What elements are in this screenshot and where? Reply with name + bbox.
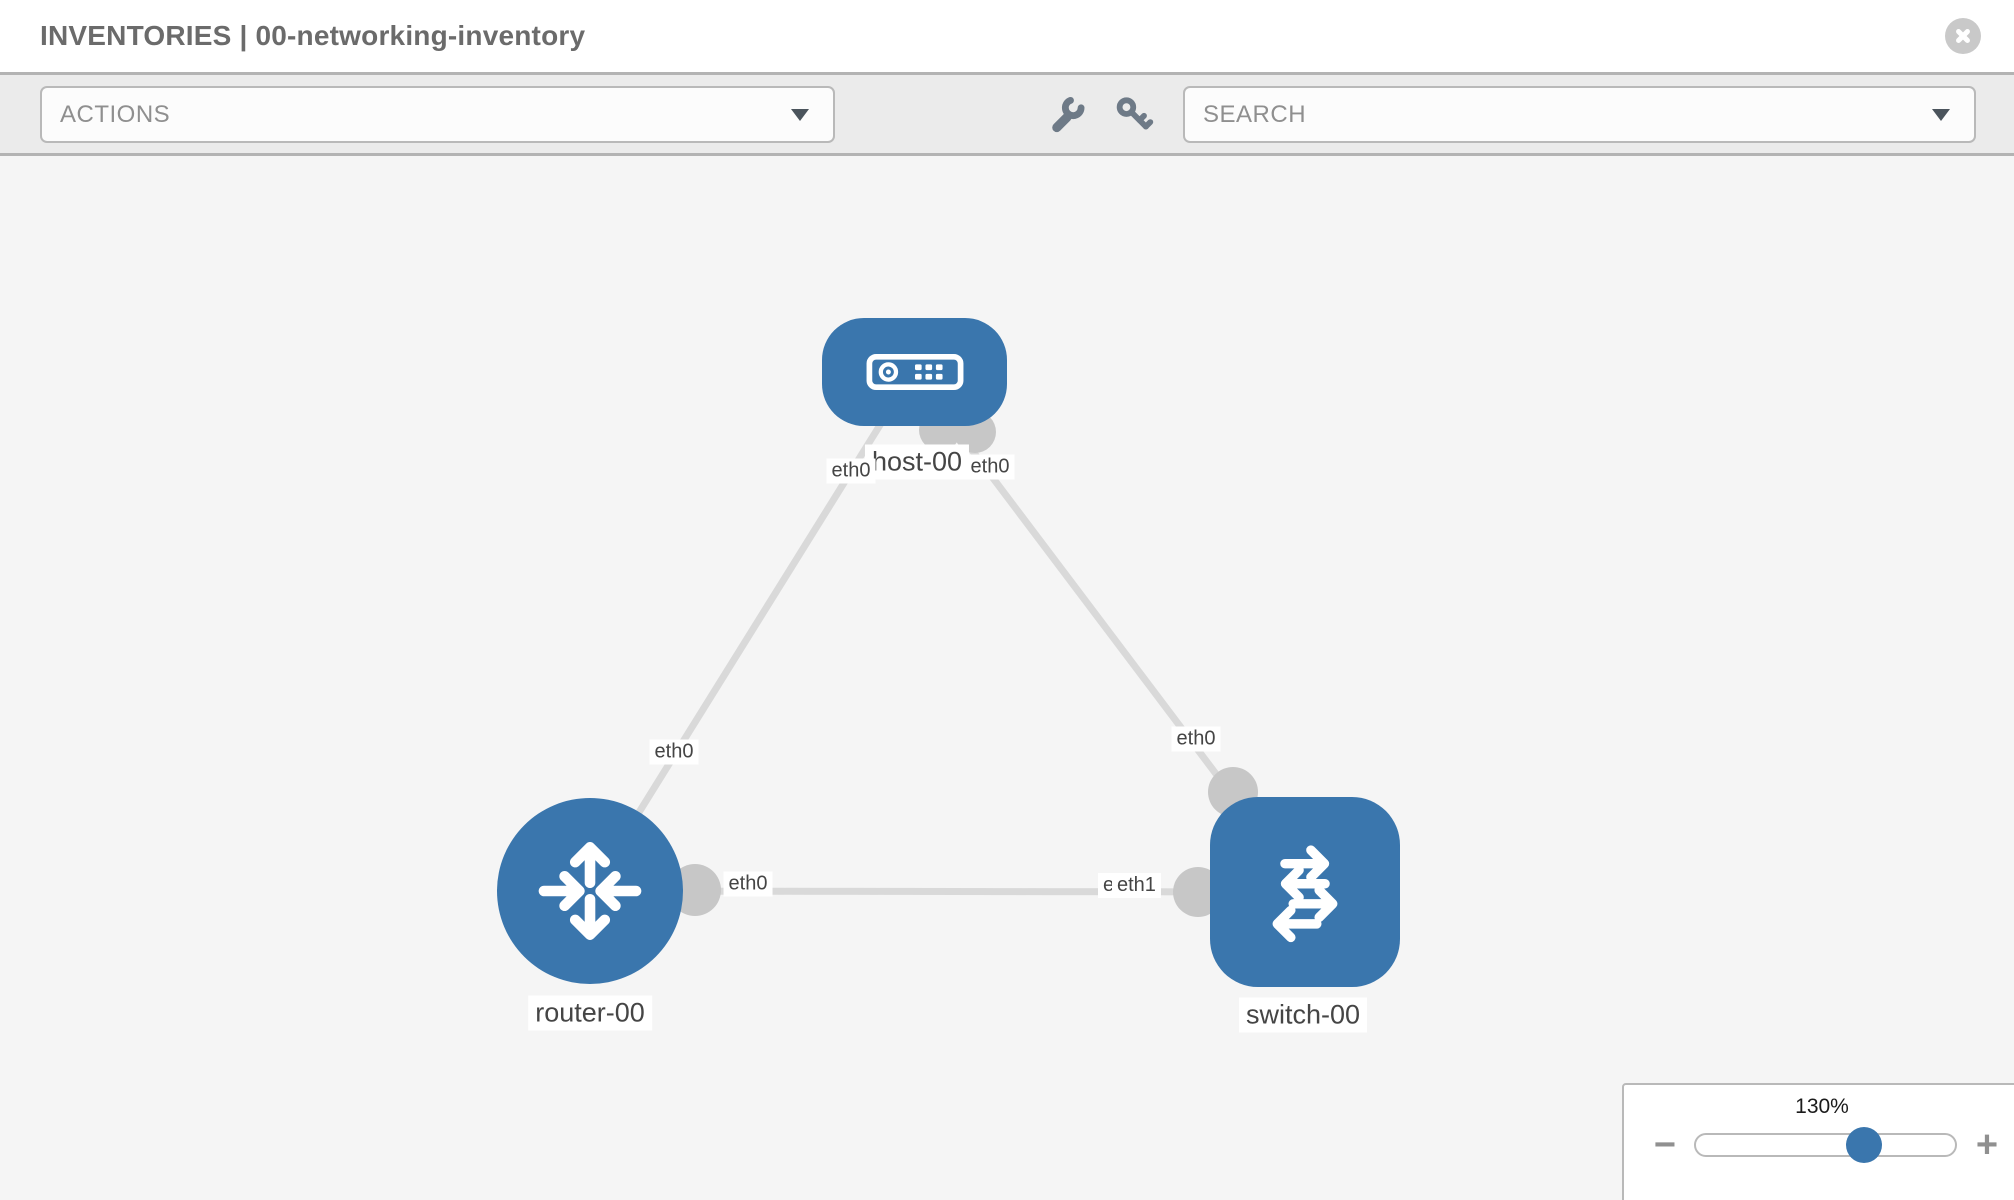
- node-label-router: router-00: [528, 995, 652, 1031]
- node-host-00[interactable]: [822, 318, 1007, 426]
- actions-dropdown[interactable]: ACTIONS: [40, 86, 835, 143]
- chevron-down-icon: [1932, 108, 1950, 121]
- page-title: INVENTORIES | 00-networking-inventory: [40, 20, 586, 51]
- zoom-level: 130%: [1795, 1095, 1849, 1118]
- interface-label-router-eth0-right: eth0: [723, 871, 773, 897]
- interface-label-switch-eth1: eth1: [1112, 873, 1161, 898]
- topology-links-layer: [587, 369, 1308, 917]
- node-router-00[interactable]: [497, 798, 683, 984]
- close-button[interactable]: [1945, 18, 1981, 54]
- zoom-out-button[interactable]: −: [1645, 1123, 1685, 1167]
- host-icon: [866, 353, 963, 391]
- actions-dropdown-label: ACTIONS: [60, 100, 171, 128]
- interface-label-switch-eth0-top: eth0: [1171, 726, 1221, 752]
- close-icon: [1956, 29, 1970, 43]
- interface-label-host-eth0-right: eth0: [965, 454, 1015, 480]
- chevron-down-icon: [791, 108, 809, 121]
- zoom-panel: 130% − +: [1622, 1083, 2014, 1200]
- node-label-host: host-00: [864, 444, 970, 480]
- search-dropdown[interactable]: SEARCH: [1183, 86, 1976, 143]
- interface-label-router-eth0-top: eth0: [649, 739, 699, 765]
- zoom-slider-thumb[interactable]: [1846, 1127, 1883, 1163]
- topology-canvas[interactable]: host-00 router-00 switch-00 eth0 eth0 et…: [0, 156, 2014, 1200]
- search-dropdown-label: SEARCH: [1203, 100, 1307, 128]
- header: INVENTORIES | 00-networking-inventory: [0, 0, 2014, 75]
- interface-label-host-eth0-left: eth0: [826, 458, 876, 484]
- credentials-button[interactable]: [1112, 94, 1154, 136]
- switch-icon: [1272, 845, 1338, 943]
- toolbar: ACTIONS SEARCH: [0, 75, 2014, 156]
- zoom-in-button[interactable]: +: [1967, 1123, 2007, 1167]
- router-icon: [538, 842, 642, 940]
- configure-tools-button[interactable]: [1045, 94, 1087, 136]
- wrench-icon: [1052, 96, 1085, 133]
- node-label-switch: switch-00: [1238, 997, 1368, 1033]
- zoom-slider-track[interactable]: [1694, 1127, 1957, 1163]
- node-switch-00[interactable]: [1210, 797, 1400, 987]
- key-icon: [1116, 97, 1154, 130]
